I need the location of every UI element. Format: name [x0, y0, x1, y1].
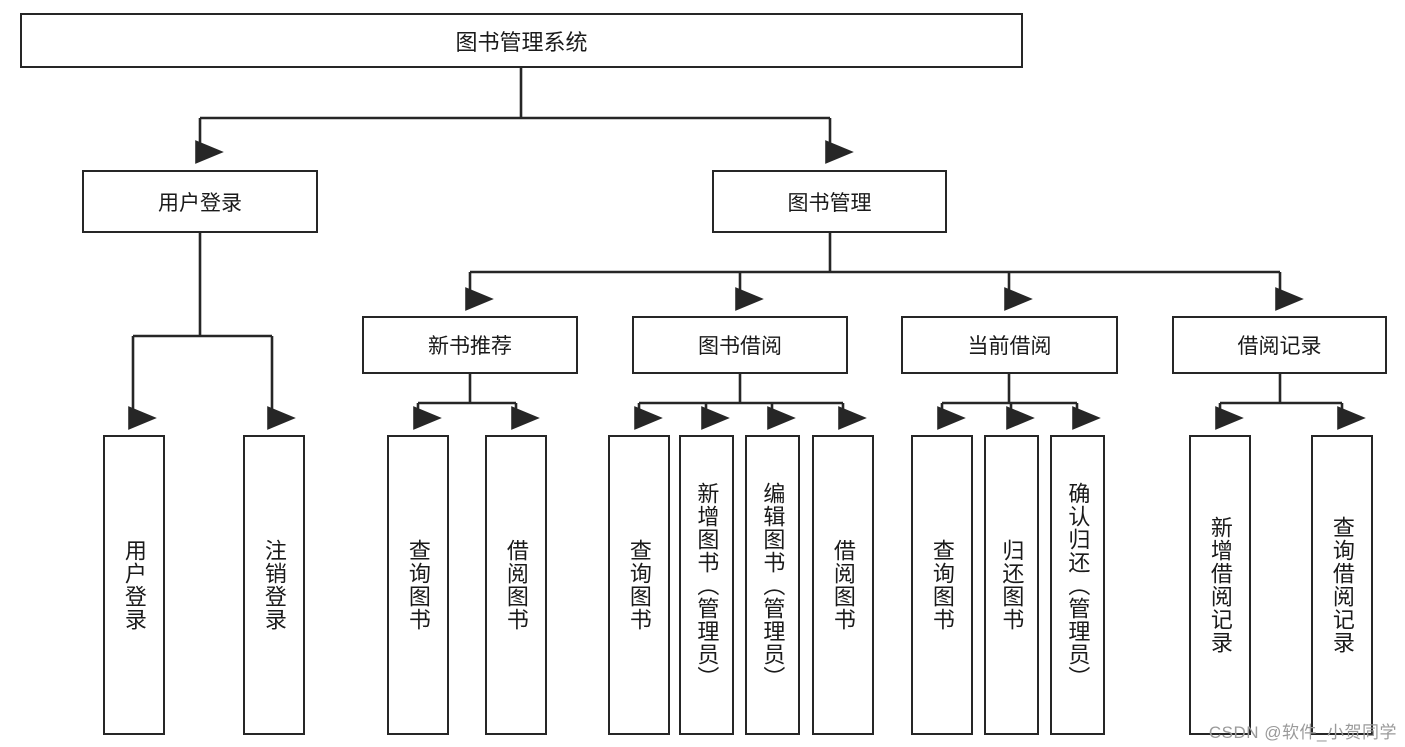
leaf-label: 编辑图书（管理员） [760, 481, 786, 689]
leaf-label: 新增借阅记录 [1207, 516, 1233, 654]
leaf-add-borrow-record[interactable]: 新增借阅记录 [1189, 435, 1251, 735]
node-user-login-label: 用户登录 [158, 191, 242, 215]
leaf-query-book-borrow[interactable]: 查询图书 [608, 435, 670, 735]
leaf-borrow-book-recommend[interactable]: 借阅图书 [485, 435, 547, 735]
node-new-book-recommend-label: 新书推荐 [428, 335, 512, 358]
leaf-label: 新增图书（管理员） [694, 481, 720, 689]
leaf-label: 注销登录 [261, 539, 287, 631]
leaf-label: 确认归还（管理员） [1065, 481, 1091, 689]
leaf-label: 借阅图书 [503, 539, 529, 631]
leaf-return-book[interactable]: 归还图书 [984, 435, 1039, 735]
leaf-confirm-return-admin[interactable]: 确认归还（管理员） [1050, 435, 1105, 735]
leaf-query-borrow-record[interactable]: 查询借阅记录 [1311, 435, 1373, 735]
leaf-label: 查询图书 [929, 539, 955, 631]
leaf-label: 归还图书 [999, 539, 1025, 631]
node-book-borrow[interactable]: 图书借阅 [632, 316, 848, 374]
node-root-label: 图书管理系统 [455, 29, 588, 55]
watermark: CSDN @软件_小贺同学 [1208, 723, 1397, 742]
node-book-management-label: 图书管理 [787, 191, 872, 215]
leaf-add-book-admin[interactable]: 新增图书（管理员） [679, 435, 734, 735]
leaf-label: 查询图书 [626, 539, 652, 631]
node-current-borrow[interactable]: 当前借阅 [901, 316, 1118, 374]
node-new-book-recommend[interactable]: 新书推荐 [362, 316, 578, 374]
leaf-label: 查询借阅记录 [1329, 516, 1355, 654]
leaf-label: 用户登录 [121, 539, 147, 631]
leaf-user-login[interactable]: 用户登录 [103, 435, 165, 735]
node-root[interactable]: 图书管理系统 [20, 13, 1023, 68]
leaf-edit-book-admin[interactable]: 编辑图书（管理员） [745, 435, 800, 735]
node-book-management[interactable]: 图书管理 [712, 170, 947, 233]
node-current-borrow-label: 当前借阅 [967, 335, 1052, 358]
node-user-login[interactable]: 用户登录 [82, 170, 318, 233]
node-borrow-record-label: 借阅记录 [1237, 335, 1322, 358]
leaf-query-book-current[interactable]: 查询图书 [911, 435, 973, 735]
node-book-borrow-label: 图书借阅 [698, 335, 782, 358]
node-borrow-record[interactable]: 借阅记录 [1172, 316, 1387, 374]
leaf-query-book-recommend[interactable]: 查询图书 [387, 435, 449, 735]
leaf-label: 查询图书 [405, 539, 431, 631]
leaf-logout[interactable]: 注销登录 [243, 435, 305, 735]
leaf-label: 借阅图书 [830, 539, 856, 631]
leaf-borrow-book[interactable]: 借阅图书 [812, 435, 874, 735]
